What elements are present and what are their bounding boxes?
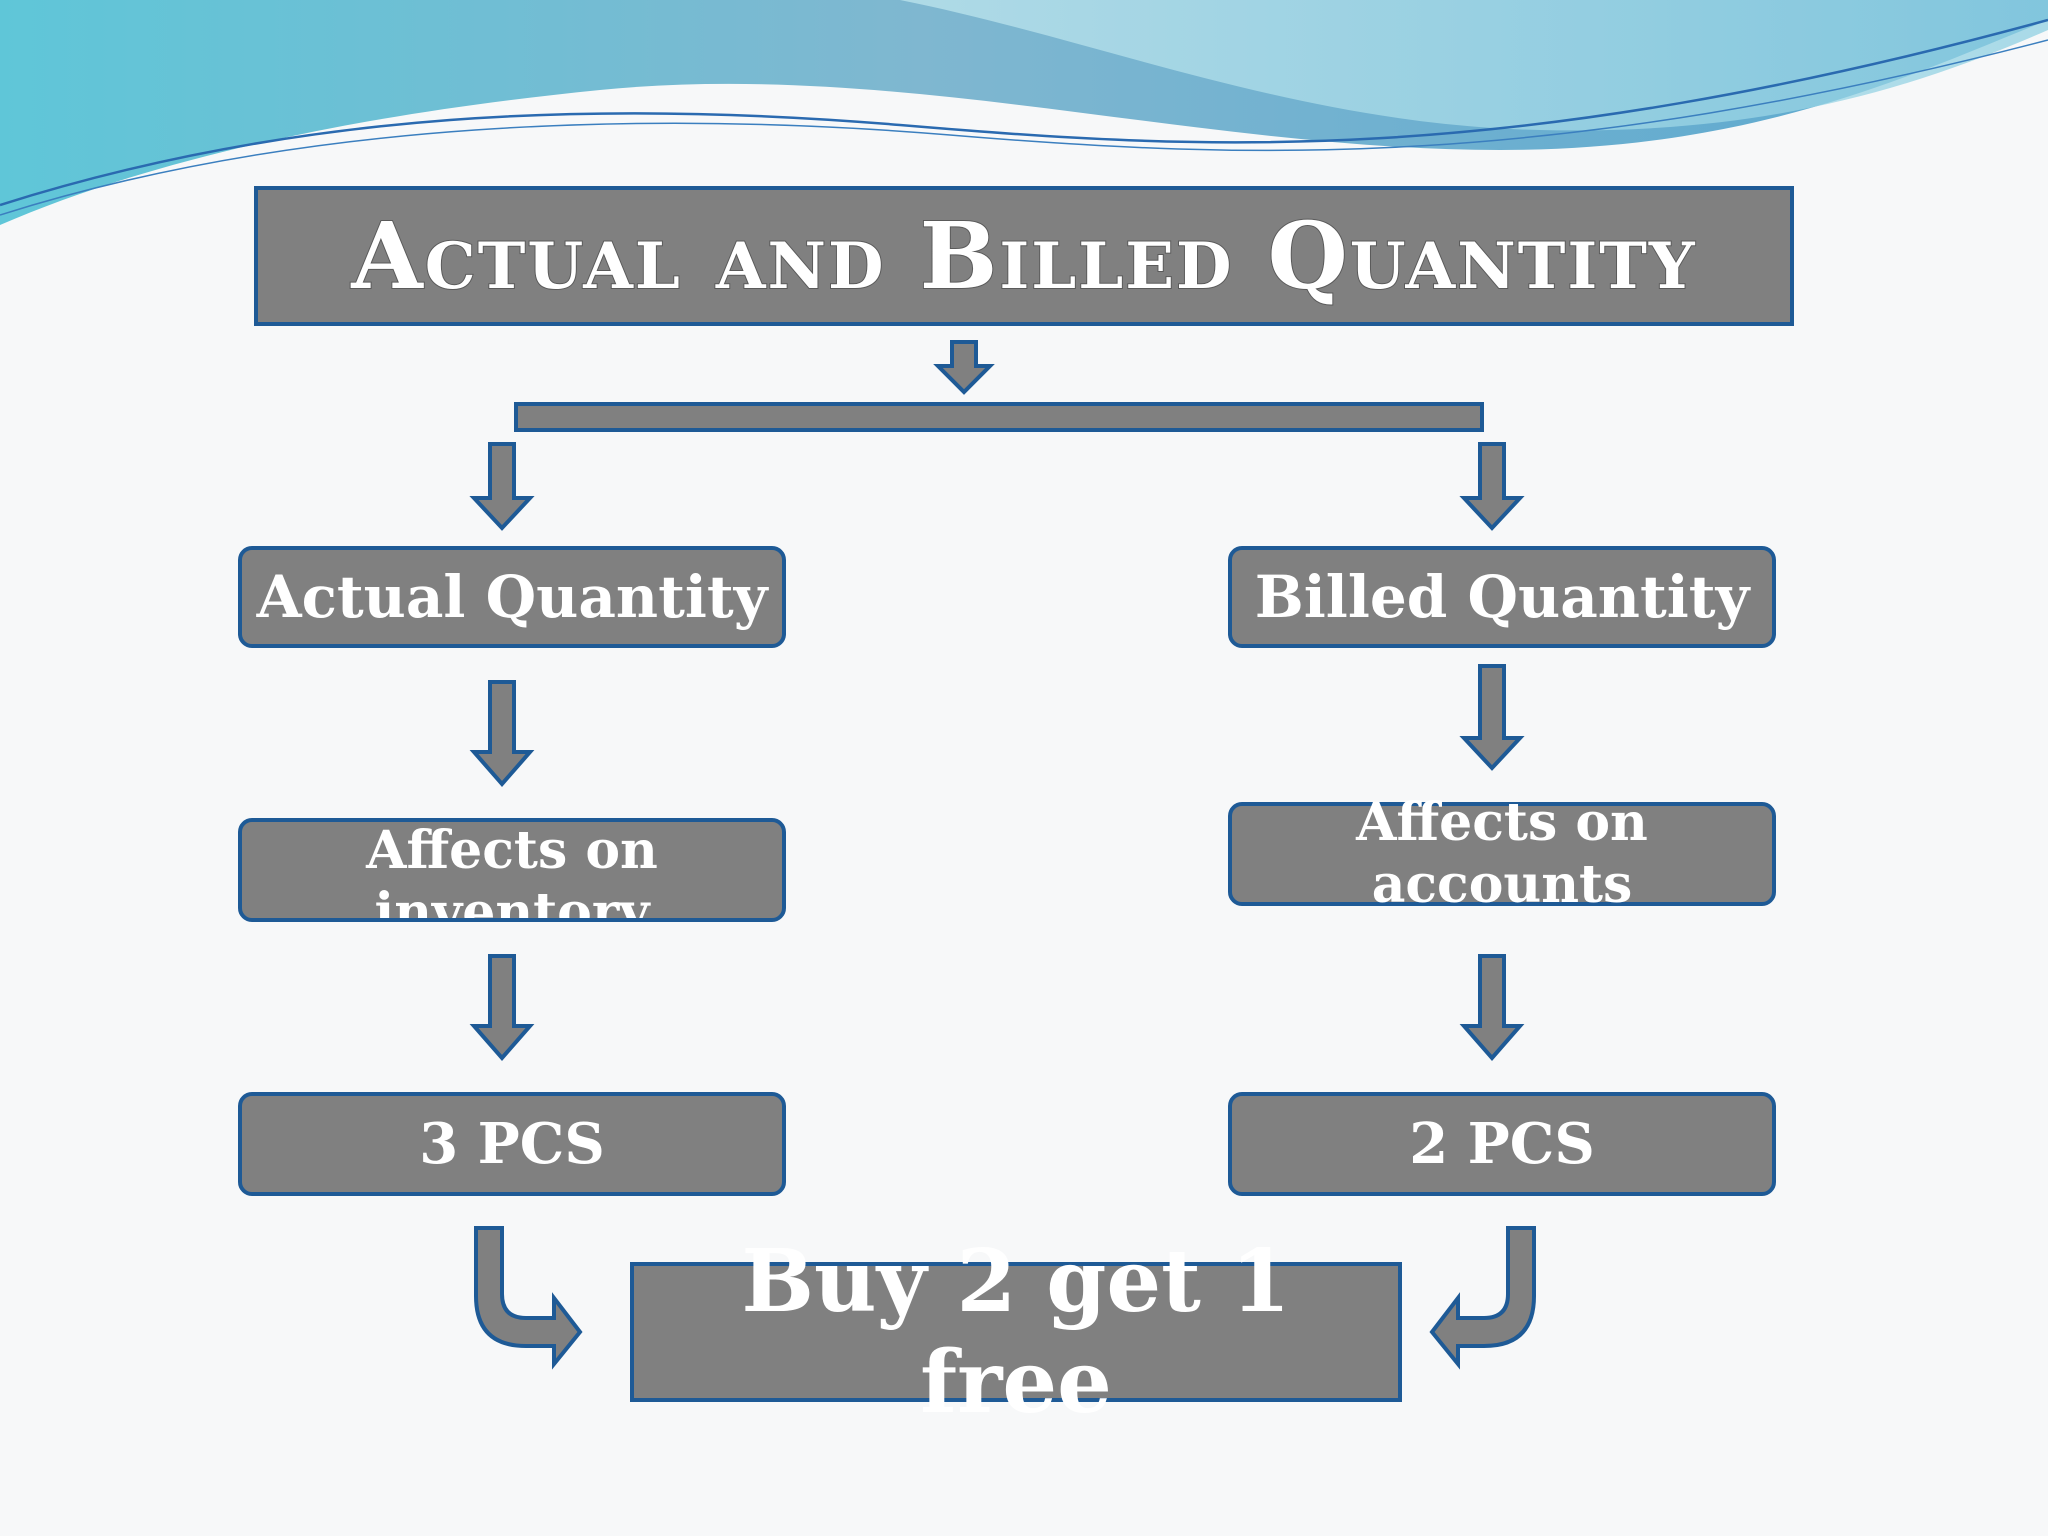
arrow-down-right-1	[1459, 442, 1525, 531]
diagram-title: Actual and Billed Quantity	[350, 202, 1697, 310]
arrow-down-right-2	[1459, 664, 1525, 771]
split-bar	[514, 402, 1484, 432]
arrow-down-right-3	[1459, 954, 1525, 1062]
affects-accounts-line2: accounts	[1371, 854, 1633, 915]
result-box: Buy 2 get 1 free	[630, 1231, 1402, 1433]
affects-inventory-line1: Affects on	[366, 820, 658, 881]
header-wave-decoration	[0, 0, 2048, 225]
arrow-down-title	[933, 340, 995, 395]
actual-quantity-box: Actual Quantity	[238, 546, 786, 648]
arrow-down-left-3	[469, 954, 535, 1062]
actual-value-label: 3 PCS	[419, 1111, 605, 1177]
affects-accounts-box: Affects on accounts	[1228, 792, 1776, 915]
billed-quantity-box: Billed Quantity	[1228, 546, 1776, 648]
arrow-bent-left-to-result	[474, 1226, 583, 1370]
arrow-down-left-1	[469, 442, 535, 531]
affects-inventory-line2: inventory	[374, 882, 650, 922]
affects-inventory-box: Affects on inventory	[238, 818, 786, 922]
result-label: Buy 2 get 1 free	[741, 1231, 1291, 1433]
affects-accounts-line1: Affects on	[1356, 792, 1648, 853]
diagram-title-box: Actual and Billed Quantity	[254, 186, 1794, 326]
arrow-down-left-2	[469, 680, 535, 788]
actual-quantity-label: Actual Quantity	[256, 563, 768, 631]
arrow-bent-right-to-result	[1429, 1226, 1536, 1370]
billed-value-label: 2 PCS	[1409, 1111, 1595, 1177]
actual-value-box: 3 PCS	[238, 1092, 786, 1196]
billed-quantity-label: Billed Quantity	[1254, 563, 1750, 631]
billed-value-box: 2 PCS	[1228, 1092, 1776, 1196]
